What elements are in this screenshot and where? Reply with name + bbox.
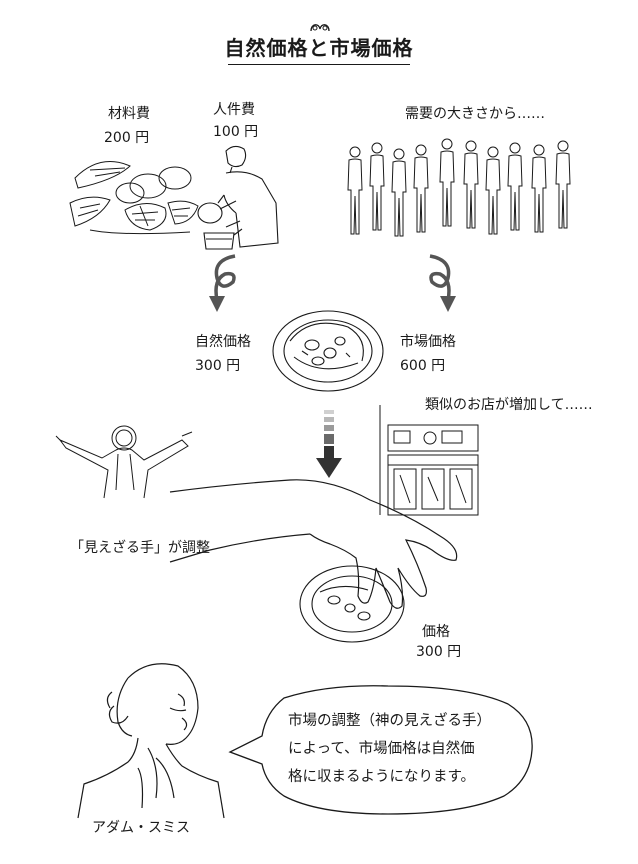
queue-illustration [345,138,583,248]
deity-figure-illustration [52,420,197,504]
final-price-label: 価格 [422,624,450,640]
cook-illustration [196,143,296,259]
speech-bubble [228,680,538,824]
market-price-value: 600 円 [400,358,446,374]
final-price-value: 300 円 [416,644,462,660]
natural-price-value: 300 円 [195,358,241,374]
page-title: 自然価格と市場価格 [224,36,414,60]
materials-value: 200 円 [104,130,150,146]
title-underline [228,64,410,65]
down-arrow [316,410,342,484]
curry-plate-illustration [270,305,388,399]
natural-price-label: 自然価格 [195,334,251,350]
labor-value: 100 円 [213,124,259,140]
curved-arrow-left [205,252,245,318]
labor-label: 人件費 [213,102,255,118]
market-price-label: 市場価格 [400,334,456,350]
person-name-label: アダム・スミス [92,820,190,836]
demand-note: 需要の大きさから…… [405,106,545,122]
materials-label: 材料費 [108,106,150,122]
speech-bubble-line-1: 市場の調整（神の見えざる手） [288,713,491,729]
vegetables-illustration [69,148,200,242]
adam-smith-portrait-illustration [77,658,228,822]
speech-bubble-line-2: によって、市場価格は自然価 [288,741,475,757]
competition-note: 類似のお店が増加して…… [425,397,593,413]
curry-plate-small-illustration [298,562,408,650]
storefront-illustration [379,405,480,519]
curved-arrow-right [420,252,460,318]
invisible-hand-label: 「見えざる手」が調整 [70,540,210,556]
title-ornament [309,18,331,37]
invisible-hand-illustration [169,478,470,622]
speech-bubble-line-3: 格に収まるようになります。 [288,769,476,785]
